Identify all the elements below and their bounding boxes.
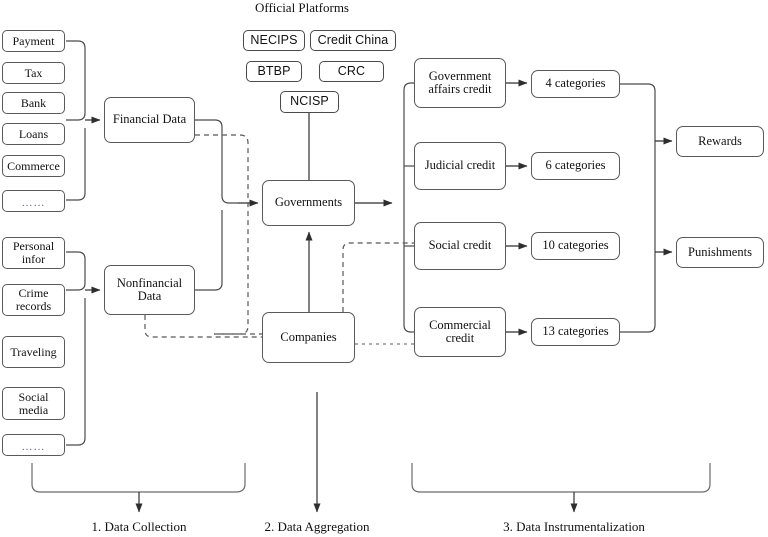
source-box-personal-infor[interactable]: Personal infor (2, 237, 65, 269)
wire-credit-bus-down (403, 203, 414, 333)
categories-box-commercial-credit[interactable]: 13 categories (531, 318, 620, 346)
credit-box-government-affairs-credit[interactable]: Government affairs credit (414, 58, 506, 108)
source-box-social-media[interactable]: Social media (2, 387, 65, 420)
official-platforms-title: Official Platforms (255, 0, 349, 15)
wire-financial-data-out (195, 119, 238, 204)
source-box-payment[interactable]: Payment (2, 30, 65, 52)
wire-nonfinancial-bus-bottom (66, 298, 86, 446)
wire-nonfinancial-bus (66, 251, 86, 291)
stage-label-data-instrumentalization: 3. Data Instrumentalization (503, 519, 645, 534)
bracket-stage-3 (411, 463, 711, 493)
wire-categories-merge-top (620, 83, 656, 300)
wire-companies-dashed-to-social (342, 242, 414, 312)
bracket-stage-1 (31, 463, 246, 493)
actor-box-governments[interactable]: Governments (262, 180, 355, 226)
source-box-tax[interactable]: Tax (2, 62, 65, 84)
wire-financial-data-dashed-to-companies (195, 134, 249, 335)
stage-label-data-aggregation: 2. Data Aggregation (264, 519, 370, 534)
wire-credit-bus (403, 82, 414, 203)
platform-box-credit-china[interactable]: Credit China (310, 30, 396, 51)
credit-box-judicial-credit[interactable]: Judicial credit (414, 142, 506, 190)
categories-box-government-affairs-credit[interactable]: 4 categories (531, 70, 620, 98)
categories-box-social-credit[interactable]: 10 categories (531, 232, 620, 260)
wire-nonfinancial-data-dashed (144, 315, 262, 338)
platform-box-ncisp[interactable]: NCISP (280, 91, 339, 113)
wire-categories-merge-bottom (620, 300, 656, 333)
source-box-loans[interactable]: Loans (2, 123, 65, 145)
wire-financial-bus-bottom (66, 128, 86, 201)
source-box-crime-records[interactable]: Crime records (2, 284, 65, 316)
platform-box-btbp[interactable]: BTBP (246, 61, 302, 82)
outcome-box-rewards[interactable]: Rewards (676, 126, 764, 157)
categories-box-judicial-credit[interactable]: 6 categories (531, 152, 620, 180)
aggregator-box-nonfinancial-data[interactable]: Nonfinancial Data (104, 265, 195, 315)
wire-financial-bus (66, 40, 86, 121)
source-box-traveling[interactable]: Traveling (2, 336, 65, 368)
credit-box-social-credit[interactable]: Social credit (414, 222, 506, 270)
actor-box-companies[interactable]: Companies (262, 312, 355, 363)
aggregator-box-financial-data[interactable]: Financial Data (104, 97, 195, 143)
platform-box-necips[interactable]: NECIPS (243, 30, 305, 51)
credit-box-commercial-credit[interactable]: Commercial credit (414, 307, 506, 357)
stage-label-data-collection: 1. Data Collection (91, 519, 187, 534)
outcome-box-punishments[interactable]: Punishments (676, 237, 764, 268)
source-box-more-financial[interactable]: …… (2, 190, 65, 212)
source-box-commerce[interactable]: Commerce (2, 155, 65, 177)
source-box-more-nonfinancial[interactable]: …… (2, 434, 65, 456)
platform-box-crc[interactable]: CRC (319, 61, 384, 82)
wire-nonfinancial-data-out (195, 210, 223, 291)
source-box-bank[interactable]: Bank (2, 92, 65, 114)
